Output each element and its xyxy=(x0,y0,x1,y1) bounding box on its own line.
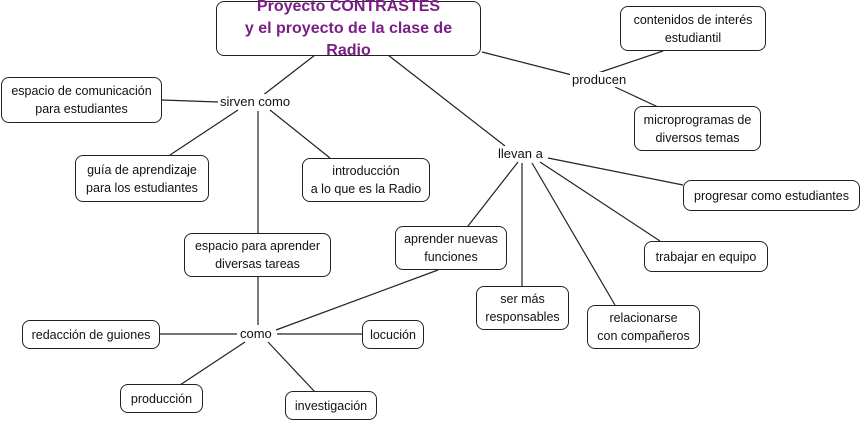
edge-llevan-funciones xyxy=(467,161,519,227)
edge-llevan-progresar xyxy=(547,157,684,186)
link-producen: producen xyxy=(570,72,629,87)
edge-title-llevan xyxy=(387,54,506,147)
concept-investigacion: investigación xyxy=(285,391,377,420)
edge-title-sirven xyxy=(261,54,316,97)
edge-sirven-guia xyxy=(169,109,239,156)
edge-sirven-espacio-comunicacion xyxy=(161,99,219,103)
concept-responsables: ser más responsables xyxy=(476,286,569,330)
link-sirven-como: sirven como xyxy=(218,94,293,109)
concept-espacio-comunicacion: espacio de comunicación para estudiantes xyxy=(1,77,162,123)
concept-espacio-aprender: espacio para aprender diversas tareas xyxy=(184,233,331,277)
edge-llevan-trabajar xyxy=(539,161,661,242)
edge-como-investigacion xyxy=(267,341,316,393)
link-como: como xyxy=(238,326,274,341)
edge-como-produccion xyxy=(179,341,246,386)
concept-contenidos: contenidos de interés estudiantil xyxy=(620,6,766,51)
edge-producen-microprogramas xyxy=(614,86,659,108)
concept-introduccion: introducción a lo que es la Radio xyxy=(302,158,430,202)
edge-sirven-introduccion xyxy=(269,109,331,159)
edge-llevan-relacionarse xyxy=(531,162,616,306)
title-box: Proyecto CONTRASTES y el proyecto de la … xyxy=(216,0,481,59)
concept-produccion: producción xyxy=(120,384,203,413)
concept-locucion: locución xyxy=(362,320,424,349)
concept-relacionarse: relacionarse con compañeros xyxy=(587,305,700,349)
concept-microprogramas: microprogramas de diversos temas xyxy=(634,106,761,151)
edge-funciones-como xyxy=(275,269,439,331)
link-llevan-a: llevan a xyxy=(496,146,545,161)
concept-guia: guía de aprendizaje para los estudiantes xyxy=(75,155,209,202)
concept-trabajar: trabajar en equipo xyxy=(644,241,768,272)
edge-producen-contenidos xyxy=(597,50,664,74)
concept-redaccion: redacción de guiones xyxy=(22,320,160,349)
edge-title-producen xyxy=(481,51,573,76)
concept-progresar: progresar como estudiantes xyxy=(683,180,860,211)
concept-aprender-funciones: aprender nuevas funciones xyxy=(395,226,507,270)
